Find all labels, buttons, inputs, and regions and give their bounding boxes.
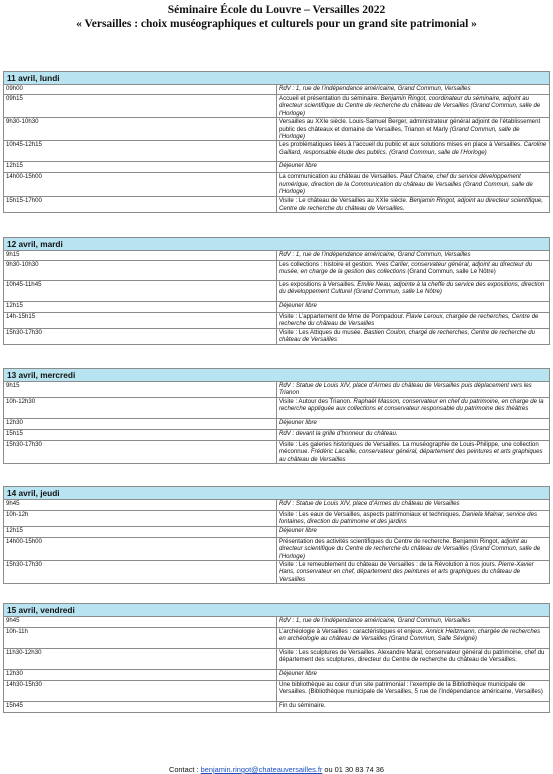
event-cell: Versailles au XXIe siècle. Louis-Samuel … bbox=[276, 117, 550, 142]
time-cell: 9h45 bbox=[3, 616, 277, 628]
time-cell: 10h-12h30 bbox=[3, 396, 277, 419]
day-heading: 15 avril, vendredi bbox=[3, 603, 550, 617]
time-cell: 15h30-17h30 bbox=[3, 560, 277, 585]
time-cell: 09h00 bbox=[3, 84, 277, 95]
time-cell: 14h00-15h00 bbox=[3, 536, 277, 562]
event-cell: Déjeuner libre bbox=[276, 525, 550, 538]
event-cell: Les collections : histoire et gestion. Y… bbox=[276, 260, 550, 281]
time-cell: 9h30-10h30 bbox=[3, 260, 277, 281]
time-cell: 12h30 bbox=[3, 669, 277, 681]
time-cell: 15h15-17h00 bbox=[3, 196, 277, 214]
event-cell: Visite : Les galeries historiques de Ver… bbox=[276, 439, 550, 465]
day-heading: 12 avril, mardi bbox=[3, 237, 550, 251]
day-heading: 13 avril, mercredi bbox=[3, 368, 550, 382]
contact-footer: Contact : benjamin.ringot@chateauversail… bbox=[0, 765, 553, 774]
day-heading: 11 avril, lundi bbox=[3, 71, 550, 85]
contact-label: Contact : bbox=[168, 765, 201, 774]
time-cell: 12h15 bbox=[3, 161, 277, 174]
event-cell: Visite : Les eaux de Versailles, aspects… bbox=[276, 510, 550, 527]
time-cell: 10h45-11h45 bbox=[3, 280, 277, 302]
time-cell: 14h00-15h00 bbox=[3, 172, 277, 198]
event-cell: RdV : 1, rue de l’indépendance américain… bbox=[276, 616, 550, 628]
time-cell: 9h15 bbox=[3, 250, 277, 261]
event-cell: Déjeuner libre bbox=[276, 669, 550, 681]
event-cell: RdV : 1, rue de l’indépendance américain… bbox=[276, 250, 550, 261]
time-cell: 12h15 bbox=[3, 525, 277, 538]
event-cell: Visite : Autour des Trianon. Raphaël Mas… bbox=[276, 396, 550, 419]
event-cell: RdV : devant la grille d’honneur du chât… bbox=[276, 428, 550, 441]
time-cell: 9h30-10h30 bbox=[3, 117, 277, 142]
time-cell: 12h15 bbox=[3, 301, 277, 313]
time-cell: 15h45 bbox=[3, 701, 277, 713]
page-title: Séminaire École du Louvre – Versailles 2… bbox=[167, 4, 386, 16]
event-cell: Présentation des activités scientifiques… bbox=[276, 536, 550, 562]
event-cell: Les problématiques liées à l’accueil du … bbox=[276, 140, 550, 163]
contact-phone: ou 01 30 83 74 36 bbox=[322, 765, 384, 774]
event-cell: Déjeuner libre bbox=[276, 301, 550, 313]
time-cell: 15h30-17h30 bbox=[3, 439, 277, 465]
time-cell: 9h45 bbox=[3, 499, 277, 511]
contact-email-link[interactable]: benjamin.ringot@chateauversailles.fr bbox=[200, 765, 323, 774]
time-cell: 14h30-15h30 bbox=[3, 680, 277, 702]
time-cell: 11h30-12h30 bbox=[3, 648, 277, 670]
event-cell: Visite : Le château de Versailles au XXI… bbox=[276, 196, 550, 214]
event-cell: Une bibliothèque au cœur d’un site patri… bbox=[276, 680, 550, 702]
time-cell: 12h30 bbox=[3, 417, 277, 430]
event-cell: Visite : L’appartement de Mme de Pompado… bbox=[276, 312, 550, 329]
page-subtitle: « Versailles : choix muséographiques et … bbox=[76, 18, 477, 30]
event-cell: RdV : Statue de Louis XIV, place d’Armes… bbox=[276, 381, 550, 398]
event-cell: Les expositions à Versailles. Émilie Nea… bbox=[276, 280, 550, 302]
event-cell: Visite : Les Attiques du musée. Bastien … bbox=[276, 327, 550, 345]
event-cell: RdV : 1, rue de l’indépendance américain… bbox=[276, 84, 550, 95]
time-cell: 14h-15h15 bbox=[3, 312, 277, 329]
event-cell: L’archéologie à Versailles : caractérist… bbox=[276, 627, 550, 649]
time-cell: 9h15 bbox=[3, 381, 277, 398]
event-cell: Accueil et présentation du séminaire. Be… bbox=[276, 93, 550, 119]
event-cell: Déjeuner libre bbox=[276, 161, 550, 174]
time-cell: 10h45-12h15 bbox=[3, 140, 277, 163]
time-cell: 09h15 bbox=[3, 93, 277, 119]
time-cell: 15h15 bbox=[3, 428, 277, 441]
event-cell: Visite : Les sculptures de Versailles. A… bbox=[276, 648, 550, 670]
time-cell: 10h-12h bbox=[3, 510, 277, 527]
event-cell: Fin du séminaire. bbox=[276, 701, 550, 713]
time-cell: 10h-11h bbox=[3, 627, 277, 649]
event-cell: La communication au château de Versaille… bbox=[276, 172, 550, 198]
event-cell: Déjeuner libre bbox=[276, 417, 550, 430]
day-heading: 14 avril, jeudi bbox=[3, 486, 550, 500]
event-cell: Visite : Le remeublement du château de V… bbox=[276, 560, 550, 585]
time-cell: 15h30-17h30 bbox=[3, 327, 277, 345]
event-cell: RdV : Statue de Louis XIV, place d’Armes… bbox=[276, 499, 550, 511]
